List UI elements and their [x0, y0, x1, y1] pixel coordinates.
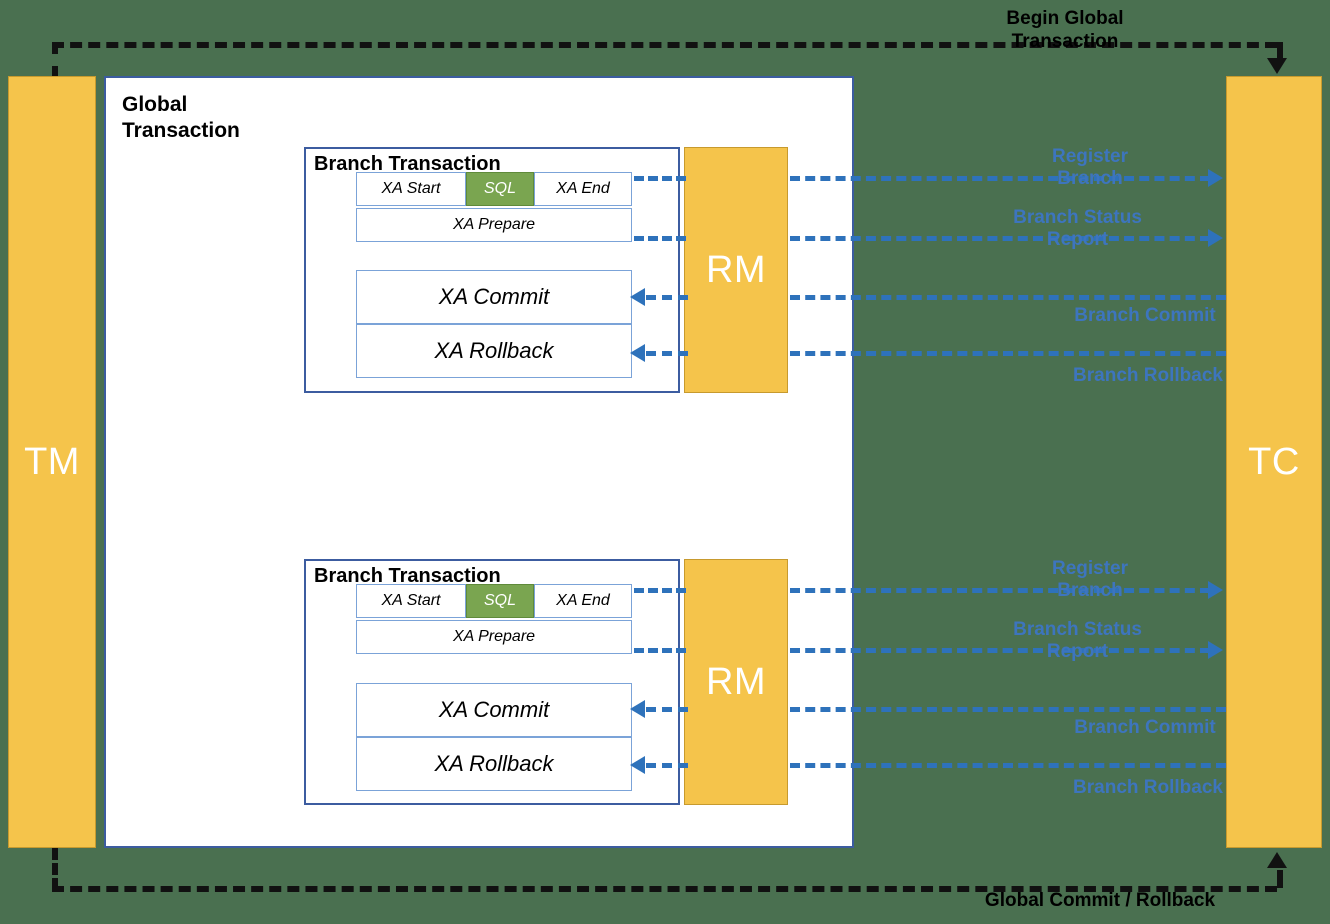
global-commit-line-horizontal [52, 886, 1277, 892]
rm-upper-label: RM [705, 248, 767, 291]
arrowhead-register-branch-1 [1208, 169, 1223, 187]
rm-bar-upper[interactable]: RM [684, 147, 788, 393]
begin-global-transaction-arrowhead [1267, 58, 1287, 74]
op-xa-rollback-1[interactable]: XA Rollback [356, 324, 632, 378]
begin-global-transaction-label: Begin Global Transaction [1006, 8, 1124, 52]
label-branch-rollback-1: Branch Rollback [1073, 365, 1223, 386]
connector-branch-rollback-inner-1 [646, 351, 688, 356]
begin-global-transaction-line-vertical-left [52, 42, 58, 78]
branch-transaction-title-2: Branch Transaction [314, 565, 501, 587]
rm-lower-label: RM [705, 660, 767, 703]
connector-branch-rollback-inner-2 [646, 763, 688, 768]
begin-global-transaction-line-horizontal [52, 42, 1277, 48]
global-commit-line-vertical-right [1277, 870, 1283, 888]
label-register-branch-2: Register Branch [1051, 558, 1129, 601]
connector-register-branch-2 [790, 588, 1210, 593]
connector-branch-status-inner-1 [634, 236, 686, 241]
op-xa-end-1[interactable]: XA End [534, 172, 632, 206]
op-sql-2[interactable]: SQL [466, 584, 534, 618]
connector-branch-rollback-1 [790, 351, 1226, 356]
connector-branch-commit-2 [790, 707, 1226, 712]
connector-branch-status-1 [790, 236, 1210, 241]
tm-label: TM [24, 440, 80, 483]
op-xa-rollback-2[interactable]: XA Rollback [356, 737, 632, 791]
arrowhead-branch-status-2 [1208, 641, 1223, 659]
label-branch-commit-1: Branch Commit [1074, 305, 1216, 326]
label-branch-status-report-1: Branch Status Report [1013, 207, 1142, 250]
op-xa-prepare-1[interactable]: XA Prepare [356, 208, 632, 242]
arrowhead-branch-commit-inner-1 [630, 288, 645, 306]
tm-bar[interactable]: TM [8, 76, 96, 848]
arrowhead-branch-status-1 [1208, 229, 1223, 247]
connector-register-branch-inner-1 [634, 176, 686, 181]
op-xa-start-1[interactable]: XA Start [356, 172, 466, 206]
label-register-branch-1: Register Branch [1051, 146, 1129, 189]
op-xa-commit-2[interactable]: XA Commit [356, 683, 632, 737]
global-commit-rollback-label: Global Commit / Rollback [984, 890, 1216, 911]
global-commit-line-vertical-left [52, 848, 58, 890]
global-commit-arrowhead [1267, 852, 1287, 868]
connector-register-branch-1 [790, 176, 1210, 181]
connector-branch-status-inner-2 [634, 648, 686, 653]
label-branch-status-report-2: Branch Status Report [1013, 619, 1142, 662]
rm-bar-lower[interactable]: RM [684, 559, 788, 805]
connector-branch-commit-inner-1 [646, 295, 688, 300]
op-xa-start-2[interactable]: XA Start [356, 584, 466, 618]
begin-global-transaction-line-vertical-right [1277, 42, 1283, 62]
branch-transaction-title-1: Branch Transaction [314, 153, 501, 175]
connector-branch-commit-inner-2 [646, 707, 688, 712]
arrowhead-branch-rollback-inner-2 [630, 756, 645, 774]
connector-register-branch-inner-2 [634, 588, 686, 593]
arrowhead-register-branch-2 [1208, 581, 1223, 599]
op-xa-prepare-2[interactable]: XA Prepare [356, 620, 632, 654]
op-sql-1[interactable]: SQL [466, 172, 534, 206]
label-branch-rollback-2: Branch Rollback [1073, 777, 1223, 798]
tc-bar[interactable]: TC [1226, 76, 1322, 848]
global-transaction-title: Global Transaction [122, 93, 240, 143]
arrowhead-branch-commit-inner-2 [630, 700, 645, 718]
connector-branch-rollback-2 [790, 763, 1226, 768]
connector-branch-commit-1 [790, 295, 1226, 300]
label-branch-commit-2: Branch Commit [1074, 717, 1216, 738]
connector-branch-status-2 [790, 648, 1210, 653]
arrowhead-branch-rollback-inner-1 [630, 344, 645, 362]
op-xa-commit-1[interactable]: XA Commit [356, 270, 632, 324]
op-xa-end-2[interactable]: XA End [534, 584, 632, 618]
tc-label: TC [1248, 440, 1300, 483]
